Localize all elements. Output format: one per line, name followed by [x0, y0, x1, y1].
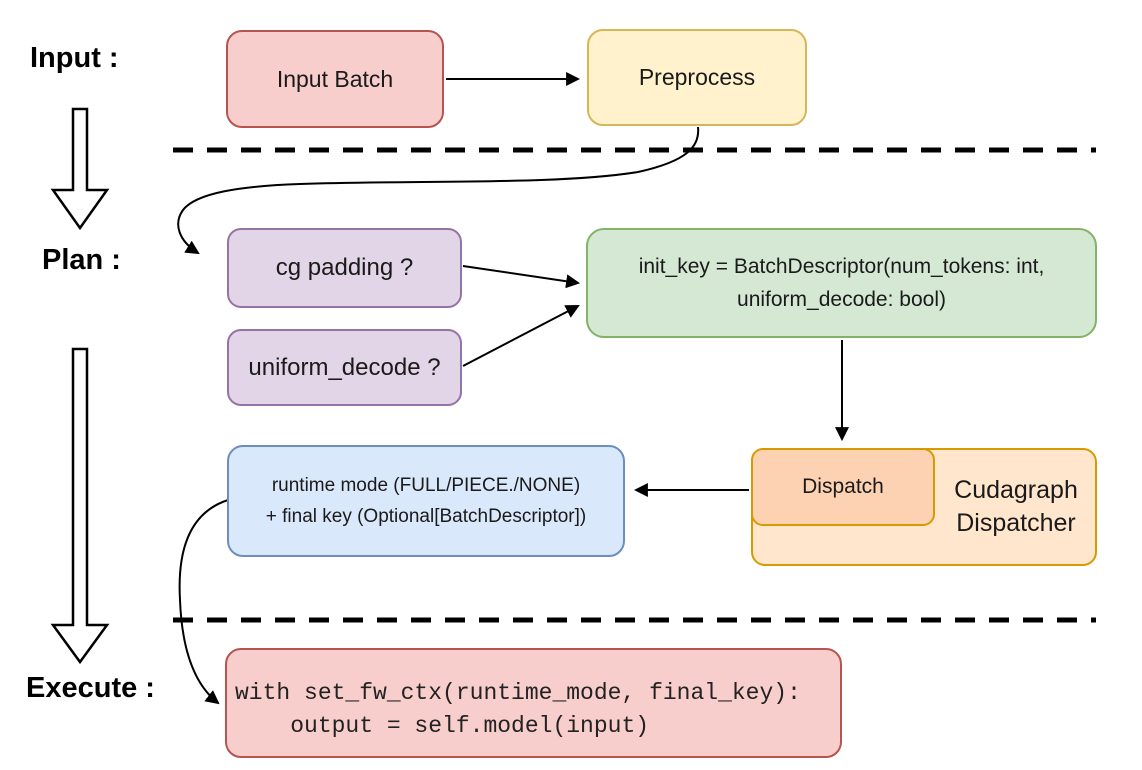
- node-init-key-line2: uniform_decode: bool): [737, 288, 946, 311]
- execute-code-line2: output = self.model(input): [235, 713, 650, 739]
- plan-to-execute-arrow: [50, 347, 110, 665]
- node-cg-padding: cg padding ?: [227, 228, 462, 308]
- node-runtime-mode-line1: runtime mode (FULL/PIECE./NONE): [271, 475, 581, 496]
- cudagraph-dispatcher-caption: Cudagraph Dispatcher: [935, 448, 1097, 566]
- connector-uniformdecode-initkey: [462, 305, 580, 367]
- node-runtime-mode-line2: + final key (Optional[BatchDescriptor]): [265, 506, 587, 527]
- node-uniform-decode-label: uniform_decode ?: [248, 353, 441, 381]
- connector-runtimemode-executecode: [178, 499, 229, 705]
- node-preprocess-label: Preprocess: [638, 64, 756, 91]
- node-init-key: init_key = BatchDescriptor(num_tokens: i…: [586, 228, 1097, 338]
- node-dispatch-label: Dispatch: [802, 474, 884, 498]
- node-preprocess: Preprocess: [587, 29, 807, 126]
- node-input-batch-label: Input Batch: [276, 65, 394, 92]
- execute-section-label: Execute :: [26, 672, 155, 704]
- cudagraph-dispatcher-line2: Dispatcher: [956, 509, 1076, 537]
- execute-code-line1: with set_fw_ctx(runtime_mode, final_key)…: [235, 680, 801, 706]
- cudagraph-dispatcher-line1: Cudagraph: [954, 476, 1078, 504]
- plan-section-label: Plan :: [42, 244, 121, 276]
- input-to-plan-arrow: [50, 107, 110, 231]
- node-runtime-mode: runtime mode (FULL/PIECE./NONE) + final …: [227, 445, 625, 557]
- connector-preprocess-cgpadding: [177, 126, 700, 255]
- node-dispatch: Dispatch: [751, 448, 935, 526]
- input-section-label: Input :: [30, 42, 119, 74]
- node-uniform-decode: uniform_decode ?: [227, 329, 462, 406]
- node-input-batch: Input Batch: [226, 30, 444, 128]
- node-init-key-line1: init_key = BatchDescriptor(num_tokens: i…: [638, 255, 1045, 278]
- node-cg-padding-label: cg padding ?: [275, 254, 414, 281]
- connector-cgpadding-initkey: [462, 265, 581, 289]
- node-execute-code: with set_fw_ctx(runtime_mode, final_key)…: [225, 648, 842, 758]
